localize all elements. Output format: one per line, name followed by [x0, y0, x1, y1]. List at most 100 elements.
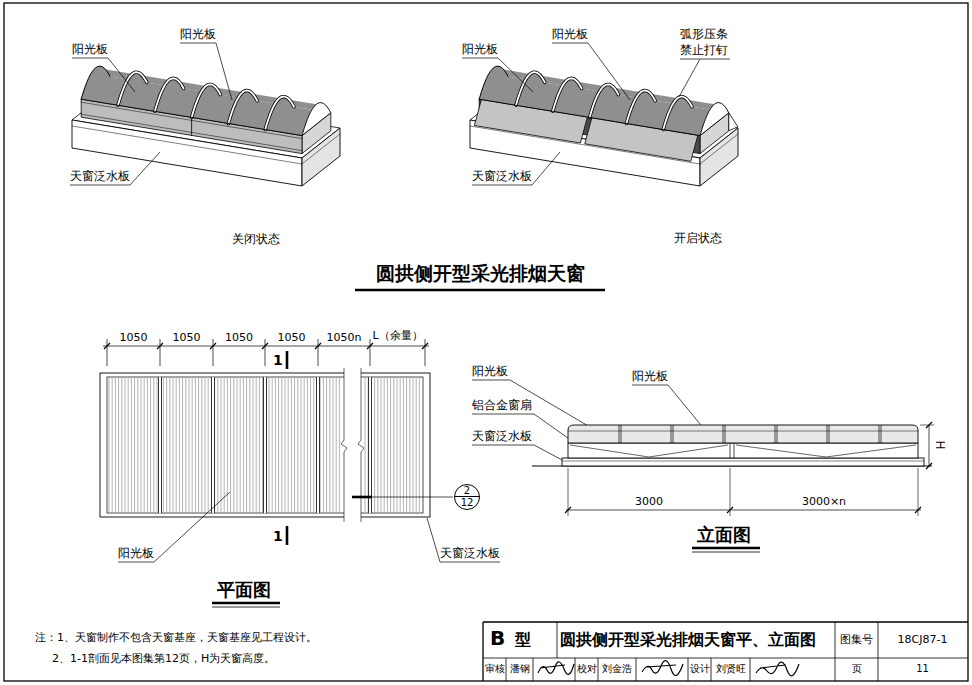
sheet-frame	[4, 3, 968, 681]
panel-hatch	[304, 378, 305, 512]
panel-hatch	[237, 378, 238, 512]
dimension-text: 1050	[120, 331, 148, 344]
leader-line	[462, 58, 533, 92]
elevation-view	[918, 468, 919, 516]
leader-line	[427, 518, 500, 562]
section-mark	[286, 351, 289, 369]
leader-line	[632, 385, 705, 430]
arch-rib	[626, 91, 655, 124]
panel-hatch	[128, 378, 129, 512]
panel-joint	[266, 377, 267, 513]
part-label: 弧形压条	[680, 27, 728, 41]
elevation-view	[570, 445, 916, 457]
title-block-cell: 校对	[577, 663, 597, 675]
panel-hatch	[320, 378, 321, 512]
arch-rib	[265, 97, 294, 130]
sheet-frame	[4, 3, 968, 681]
panel-hatch	[278, 378, 279, 512]
panel-hatch	[326, 378, 327, 512]
panel-joint	[158, 377, 159, 513]
dimension-text: 1050	[173, 331, 201, 344]
panel-hatch	[339, 378, 340, 512]
panel-hatch	[275, 378, 276, 512]
title-block-cell: 型	[515, 630, 531, 649]
panel-hatch	[217, 378, 218, 512]
panel-hatch	[137, 378, 138, 512]
panel-hatch	[397, 378, 398, 512]
panel-hatch	[205, 378, 206, 512]
elevation-view	[568, 443, 918, 458]
part-label: 阳光板	[72, 42, 108, 56]
signature-scribble	[538, 662, 574, 674]
part-label: 阳光板	[632, 369, 668, 383]
polycarbonate-panel	[663, 97, 729, 136]
panel-hatch	[121, 378, 122, 512]
panel-hatch	[240, 378, 241, 512]
plan-dimension	[425, 339, 426, 366]
section-number: 1	[273, 352, 283, 369]
arch-rib	[590, 84, 619, 117]
panel-hatch	[208, 378, 209, 512]
view-title: 立面图	[697, 524, 751, 546]
panel-joint	[368, 377, 372, 513]
panel-hatch	[179, 378, 180, 512]
title-block-cell: 图集号	[840, 633, 873, 646]
elevation-view	[568, 468, 569, 516]
panel-hatch	[153, 378, 154, 512]
panel-hatch	[323, 378, 324, 512]
part-label: 天窗泛水板	[440, 546, 500, 560]
dimension-text: 3000×n	[802, 495, 846, 508]
arch-rib	[155, 78, 184, 111]
dimension-text: 1050n	[327, 331, 362, 344]
panel-hatch	[147, 378, 148, 512]
elevation-view	[565, 507, 921, 513]
section-mark	[352, 496, 372, 499]
arch-rib	[155, 78, 184, 111]
arch-rib	[663, 97, 692, 130]
elevation-view	[734, 443, 735, 458]
elevation-view	[568, 425, 918, 443]
elevation-view	[926, 422, 932, 469]
panel-hatch	[230, 378, 231, 512]
leader-line	[180, 43, 232, 100]
part-label: 阳光板	[462, 42, 498, 56]
panel-hatch	[272, 378, 273, 512]
plan-dimension	[160, 339, 161, 366]
panel-hatch	[329, 378, 330, 512]
panel-hatch	[269, 378, 270, 512]
panel-hatch	[112, 378, 113, 512]
sheet-frame	[711, 658, 712, 681]
panel-hatch	[333, 378, 334, 512]
panel-hatch	[365, 378, 366, 512]
panel-hatch	[406, 378, 407, 512]
sheet-frame	[878, 622, 879, 681]
leader-line	[118, 492, 230, 562]
title-block-cell: 18CJ87-1	[898, 633, 948, 646]
panel-hatch	[166, 378, 167, 512]
panel-hatch	[198, 378, 199, 512]
panel-hatch	[192, 378, 193, 512]
panel-hatch	[297, 378, 298, 512]
view-title: 平面图	[217, 579, 271, 601]
elevation-view	[562, 461, 924, 462]
section-mark	[286, 526, 289, 545]
panel-hatch	[262, 378, 263, 512]
part-label: 天窗泛水板	[472, 169, 532, 183]
sheet-frame	[688, 658, 689, 681]
heading-underline	[692, 547, 760, 549]
heading-underline	[692, 552, 760, 553]
panel-hatch	[294, 378, 295, 512]
panel-hatch	[285, 378, 286, 512]
panel-hatch	[125, 378, 126, 512]
part-label: 阳光板	[552, 27, 588, 41]
panel-hatch	[313, 378, 314, 512]
plan-dimension	[213, 339, 214, 366]
part-label: 阳光板	[118, 546, 154, 560]
elevation-view	[619, 425, 881, 443]
arch-gable	[302, 103, 331, 136]
plan-dimension	[104, 343, 428, 349]
callout-number: 12	[455, 497, 479, 508]
elevation-view	[568, 431, 918, 432]
sheet-frame	[598, 658, 599, 681]
